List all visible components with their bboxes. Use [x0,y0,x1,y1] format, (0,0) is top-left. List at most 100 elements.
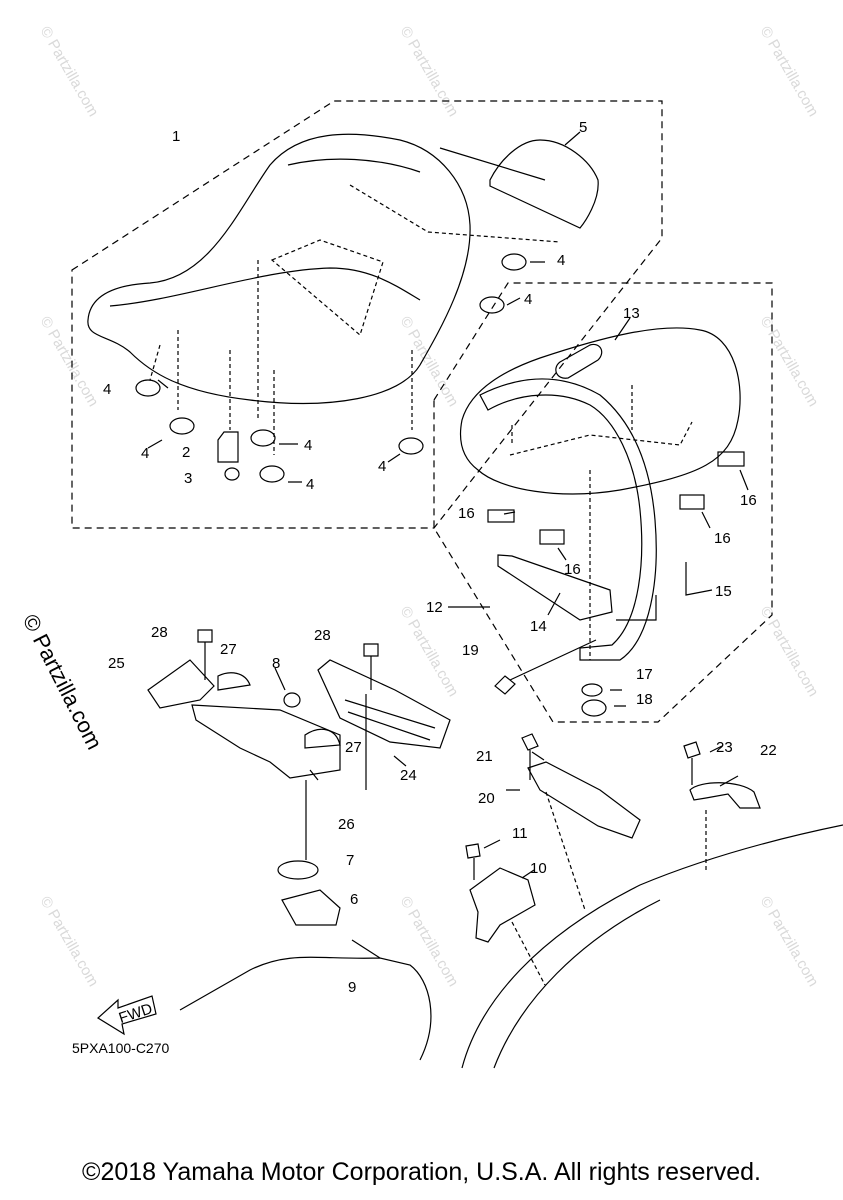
watermark-1: © Partzilla.com [37,24,102,120]
drawing [71,100,843,1069]
cover-24 [317,659,451,749]
passenger-leaders [448,317,749,707]
seat-pad-5 [489,139,599,229]
watermark-2: © Partzilla.com [397,24,462,120]
callout-8: 8 [272,655,280,672]
bracket-20 [527,761,641,839]
callout-19: 19 [462,642,479,659]
callout-16d: 16 [564,561,581,578]
diagram-code: 5PXA100-C270 [72,1040,170,1056]
callout-4e: 4 [304,437,312,454]
callout-14: 14 [530,618,547,635]
cylinder-13 [555,343,603,379]
seat-pad-outline [270,184,561,337]
callout-16a: 16 [740,492,757,509]
callout-4c: 4 [103,381,111,398]
watermark-7: © Partzilla.com [397,604,462,700]
callout-17: 17 [636,666,653,683]
plate-7 [277,860,319,880]
clips-16 [487,451,745,545]
callout-1: 1 [172,128,180,145]
callout-21: 21 [476,748,493,765]
bracket-14 [497,554,613,621]
callout-28b: 28 [314,627,331,644]
passenger-seat-group-outline [433,282,773,723]
callout-13: 13 [623,305,640,322]
rubber-dampers [135,253,527,483]
callout-18: 18 [636,691,653,708]
watermark-6: © Partzilla.com [757,314,822,410]
nut-3 [224,467,240,481]
bolt-21 [521,733,539,780]
pad-27b [304,728,341,749]
grab-bar [479,378,657,661]
watermark-5: © Partzilla.com [397,314,462,410]
callout-2: 2 [182,444,190,461]
bolt-28a [197,629,213,680]
callout-16c: 16 [714,530,731,547]
body-panel [461,824,843,1069]
pad-27a [217,672,251,691]
callout-27b: 27 [345,739,362,756]
callout-4f: 4 [378,458,386,475]
callout-4d: 4 [141,445,149,462]
front-seat [87,133,471,405]
callout-4b: 4 [524,291,532,308]
watermark-3: © Partzilla.com [757,24,822,120]
callout-25: 25 [108,655,125,672]
bracket-22 [689,782,761,809]
callout-7: 7 [346,852,354,869]
copyright-notice: ©2018 Yamaha Motor Corporation, U.S.A. A… [82,1158,761,1186]
callout-16b: 16 [458,505,475,522]
callout-3: 3 [184,470,192,487]
passenger-seat [459,327,741,495]
callout-4a: 4 [557,252,565,269]
callout-11: 11 [512,825,528,842]
callout-15: 15 [715,583,732,600]
callout-labels: 1 5 4 4 4 4 2 4 4 3 4 13 16 16 16 16 15 … [103,119,777,1027]
callout-20: 20 [478,790,495,807]
bolt-23 [683,741,701,785]
lock-10 [469,867,536,943]
callout-24: 24 [400,767,417,784]
bracket-25 [147,659,215,709]
callout-26: 26 [338,816,355,833]
watermark-8: © Partzilla.com [757,604,822,700]
callout-10: 10 [530,860,547,877]
lock-leaders [274,667,407,860]
front-seat-leaders [147,261,545,483]
lock-6 [281,889,341,926]
callout-5: 5 [579,119,587,136]
callout-28a: 28 [151,624,168,641]
body-leaders [511,791,707,986]
callout-22: 22 [760,742,777,759]
fwd-label: FWD [117,1000,155,1027]
callout-9: 9 [348,979,356,996]
cable-9 [179,939,432,1061]
front-seat-drop-lines [149,260,413,455]
callout-27a: 27 [220,641,237,658]
cover-24-ribs [344,699,436,741]
leader-5 [439,131,581,181]
washer-18 [581,699,607,717]
front-seat-seam [109,158,421,307]
bolt-19 [494,639,597,695]
washer-17 [581,683,603,697]
callout-12: 12 [426,599,443,616]
callout-6: 6 [350,891,358,908]
bracket-26 [191,704,341,779]
watermark-9: © Partzilla.com [37,894,102,990]
bolt-28b [363,643,379,690]
nut-8 [283,692,301,708]
callout-23: 23 [716,739,733,756]
watermark-10: © Partzilla.com [397,894,462,990]
bracket-2 [217,431,239,463]
watermark-4: © Partzilla.com [37,314,102,410]
bolt-11 [465,843,481,880]
fwd-arrow [97,995,157,1036]
front-seat-group-outline [71,100,663,529]
callout-4g: 4 [306,476,314,493]
body-leaders-solid [483,745,739,879]
watermark-11: © Partzilla.com [757,894,822,990]
